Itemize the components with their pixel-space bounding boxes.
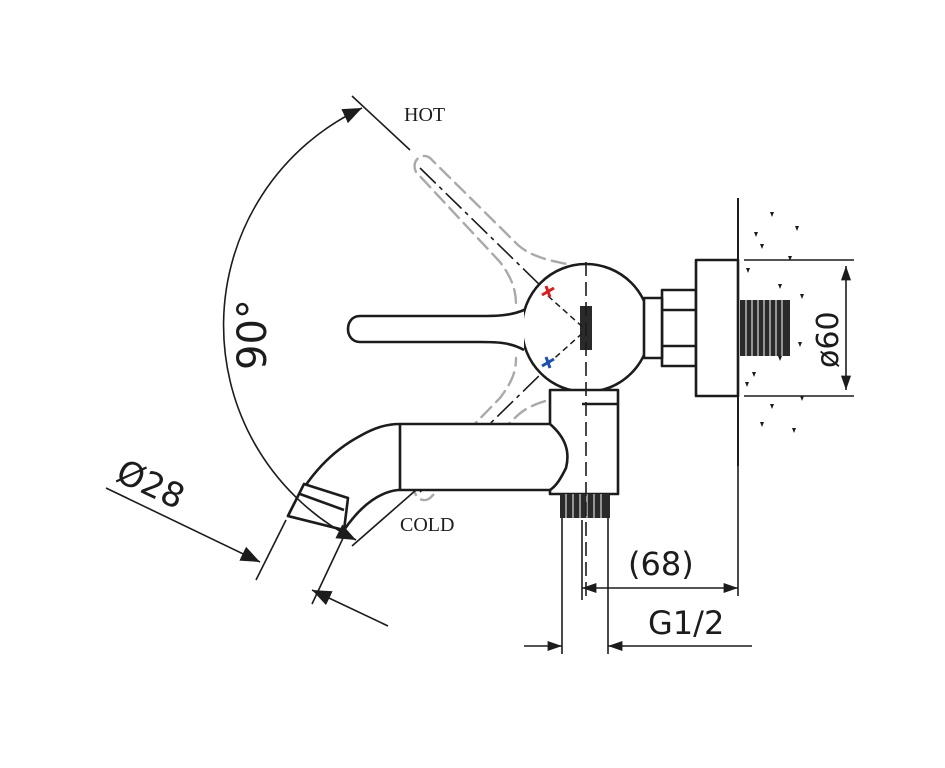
angle-arc <box>222 107 363 541</box>
hot-label: HOT <box>404 104 445 126</box>
dimension-lines <box>105 95 854 654</box>
wall-flange <box>694 258 740 398</box>
hex-nut <box>660 288 698 368</box>
wall-thread <box>740 300 790 356</box>
wall <box>737 198 804 466</box>
thread-label: G1/2 <box>648 604 724 642</box>
ghost-handle-positions <box>413 154 588 502</box>
hot-marker-icon <box>541 285 555 298</box>
faucet-body <box>286 258 740 532</box>
cold-marker-icon <box>541 356 555 369</box>
cold-label: COLD <box>400 514 454 536</box>
spout-diameter-label: Ø28 <box>110 452 190 518</box>
projection-label: (68) <box>628 545 694 583</box>
angle-label: 90° <box>230 299 276 370</box>
ghost-handle-cold <box>413 356 588 502</box>
ghost-handle-hot <box>413 154 588 307</box>
lever-handle <box>346 308 525 352</box>
flange-diameter-label: ø60 <box>811 311 846 368</box>
bottom-outlet-thread <box>560 494 610 518</box>
